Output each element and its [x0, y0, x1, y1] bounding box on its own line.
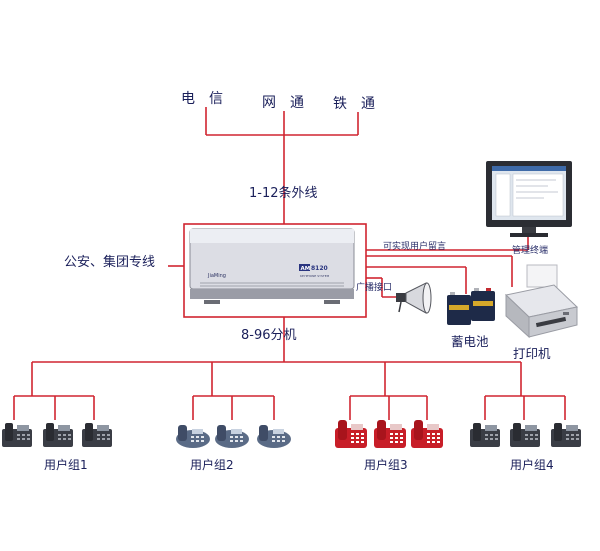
battery-icon	[447, 288, 495, 325]
user-group-label-1: 用户组1	[44, 458, 88, 472]
phone-icon	[215, 425, 249, 448]
dedicated-line-label: 公安、集团专线	[64, 255, 156, 270]
trunk-line-label: 1-12条外线	[249, 186, 318, 201]
pbx-unit: JiaMing AM 8120 KEYPHONE SYSTEM	[183, 223, 367, 318]
user-group-label-2: 用户组2	[190, 458, 234, 472]
broadcast-interface-label: 广播接口	[356, 283, 393, 293]
phone-icon	[176, 425, 210, 448]
phone-icon	[335, 420, 367, 448]
user-group-label-3: 用户组3	[364, 458, 408, 472]
user-group-label-4: 用户组4	[510, 458, 554, 472]
phone-icon	[470, 423, 500, 447]
phone-icon	[551, 423, 581, 447]
pbx-brand: JiaMing	[207, 273, 226, 279]
carrier-label-telecom: 电信	[181, 91, 237, 107]
phone-icon	[82, 423, 112, 447]
pbx-model-number: 8120	[311, 265, 328, 272]
carrier-label-railcom: 铁通	[333, 96, 389, 112]
phone-icon	[411, 420, 443, 448]
extension-label: 8-96分机	[241, 328, 297, 343]
voicemail-label: 可实现用户留言	[383, 242, 447, 252]
pbx-subtitle: KEYPHONE SYSTEM	[300, 274, 330, 278]
monitor-icon	[486, 161, 572, 237]
phone-icon	[257, 425, 291, 448]
management-terminal-label: 管理终端	[512, 246, 549, 256]
carrier-label-netcom: 网通	[262, 95, 318, 111]
speaker-horn-icon	[396, 282, 432, 314]
pbx-model-badge	[299, 264, 310, 271]
phone-icon	[43, 423, 73, 447]
connection-lines	[13, 107, 566, 420]
phone-icon	[374, 420, 406, 448]
printer-icon	[504, 264, 579, 339]
battery-label: 蓄电池	[451, 334, 489, 349]
phone-icon	[510, 423, 540, 447]
phones	[2, 420, 581, 448]
pbx-model-prefix: AM	[301, 266, 311, 272]
phone-icon	[2, 423, 32, 447]
printer-label: 打印机	[513, 346, 551, 361]
